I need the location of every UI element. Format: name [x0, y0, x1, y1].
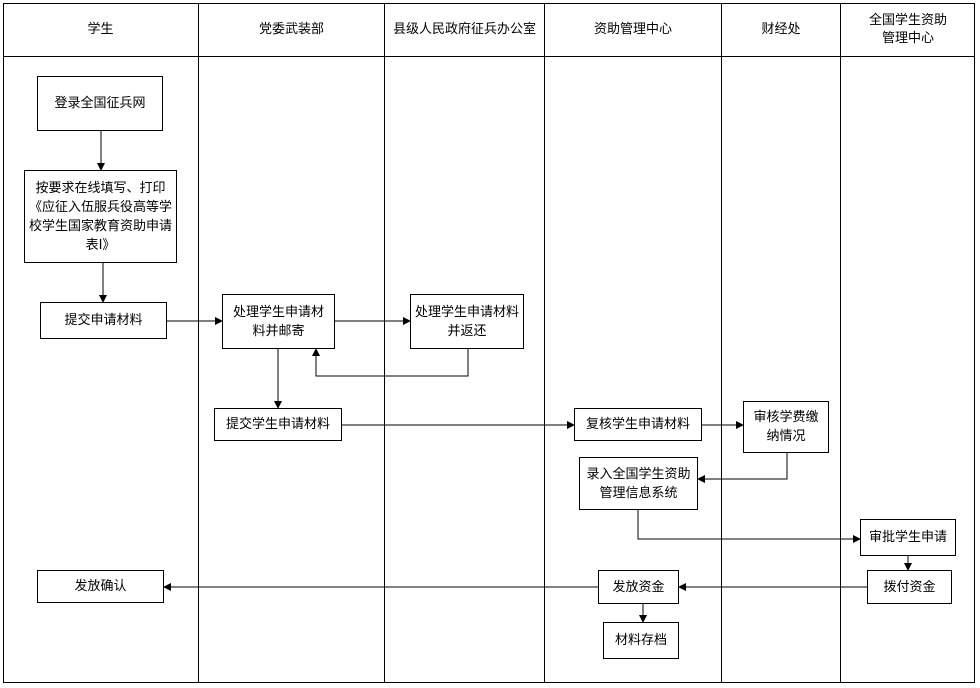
lane-divider: [544, 3, 545, 683]
arrow: [637, 510, 861, 543]
node-enter-system: 录入全国学生资助管理信息系统: [579, 457, 698, 510]
arrow: [312, 348, 469, 377]
node-submit-student-materials: 提交学生申请材料: [214, 408, 342, 441]
node-process-mail: 处理学生申请材料并邮寄: [222, 294, 335, 349]
lane-divider: [840, 3, 841, 683]
node-archive: 材料存档: [603, 622, 679, 659]
node-process-return: 处理学生申请材料并返还: [410, 294, 524, 349]
header-divider: [3, 56, 975, 57]
node-login: 登录全国征兵网: [37, 76, 163, 131]
node-check-fees: 审核学费缴纳情况: [743, 401, 829, 453]
node-confirm: 发放确认: [37, 570, 164, 603]
lane-header-finance: 财经处: [761, 22, 801, 37]
swimlane-frame: [3, 3, 975, 683]
node-review-materials: 复核学生申请材料: [574, 408, 702, 441]
lane-header-student: 学生: [87, 22, 114, 37]
lane-divider: [721, 3, 722, 683]
lane-header-county: 县级人民政府征兵办公室: [392, 22, 536, 37]
node-submit-materials: 提交申请材料: [40, 302, 167, 339]
node-allocate: 拨付资金: [867, 570, 952, 604]
node-fill-form: 按要求在线填写、打印《应征入伍服兵役高等学校学生国家教育资助申请表Ⅰ》: [24, 170, 177, 263]
node-approve: 审批学生申请: [860, 519, 956, 556]
lane-header-national: 全国学生资助管理中心: [868, 13, 947, 46]
arrow: [697, 453, 788, 483]
node-distribute: 发放资金: [598, 570, 679, 604]
lane-header-aid-center: 资助管理中心: [593, 22, 672, 37]
lane-divider: [198, 3, 199, 683]
lane-header-party: 党委武装部: [258, 22, 324, 37]
lane-divider: [384, 3, 385, 683]
